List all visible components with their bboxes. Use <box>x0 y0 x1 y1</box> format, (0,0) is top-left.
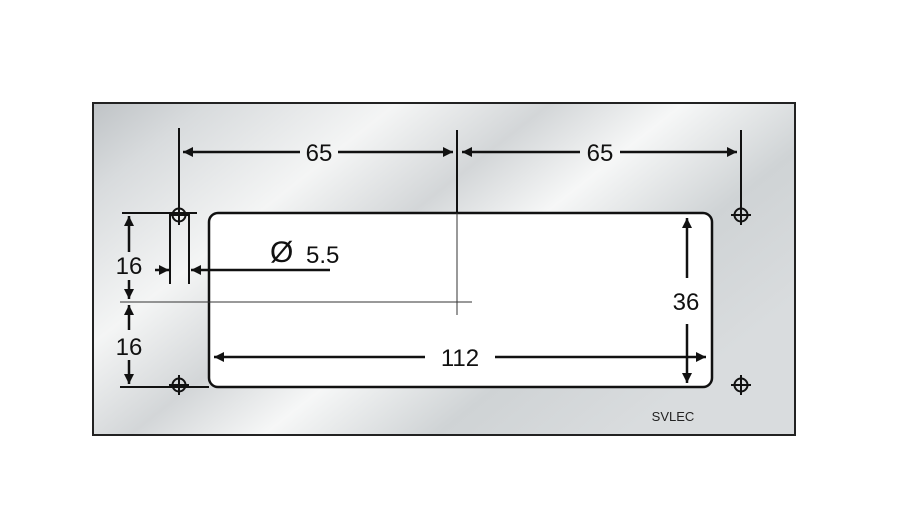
cutout <box>207 211 714 389</box>
hole-marker-icon <box>731 205 751 225</box>
hole-marker-icon <box>169 205 189 225</box>
hole-marker-icon <box>731 375 751 395</box>
diameter-symbol-icon: Ø <box>270 236 293 269</box>
dim-cutout-height: 36 <box>673 289 700 316</box>
dim-top-right: 65 <box>587 140 614 167</box>
hole-marker-icon <box>169 375 189 395</box>
dim-left-lower: 16 <box>116 334 143 361</box>
dim-hole-diameter: 5.5 <box>306 242 339 269</box>
dim-top-left: 65 <box>306 140 333 167</box>
brand-label: SVLEC <box>652 409 695 424</box>
dim-left-upper: 16 <box>116 253 143 280</box>
dim-cutout-width: 112 <box>441 345 479 372</box>
